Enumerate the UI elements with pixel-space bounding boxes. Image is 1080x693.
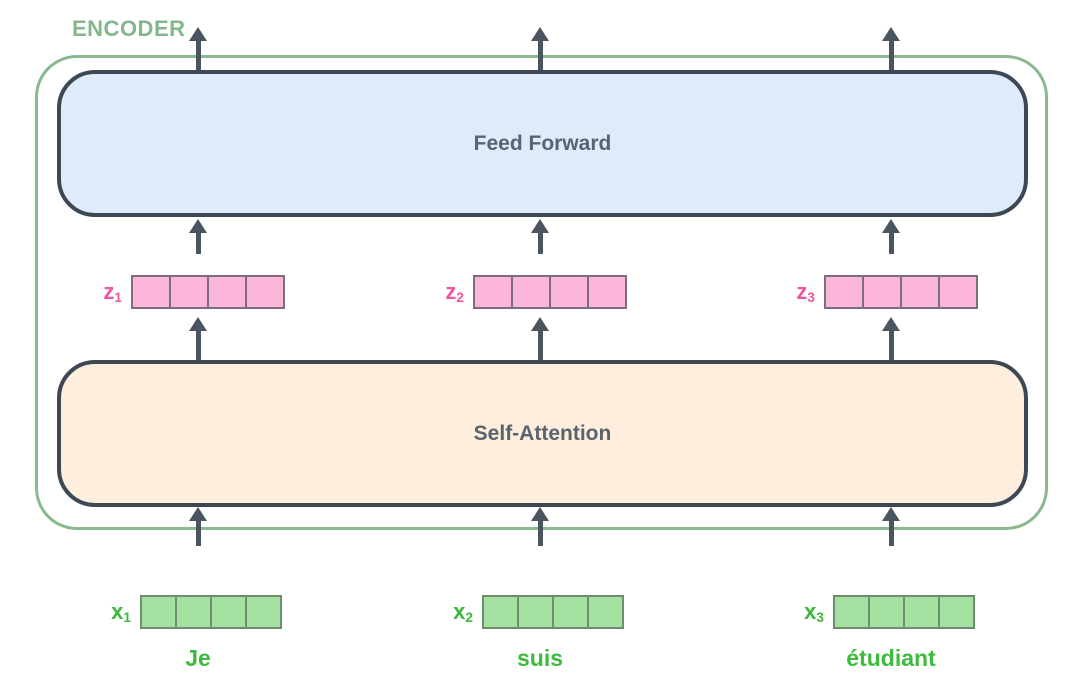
vector-cell — [549, 275, 589, 309]
feed-forward-block: Feed Forward — [57, 70, 1028, 217]
vector-cell — [587, 595, 624, 629]
z2-vector — [473, 275, 627, 309]
vector-cell — [587, 275, 627, 309]
vector-cell — [938, 595, 975, 629]
vector-cell — [482, 595, 519, 629]
z3-vector — [824, 275, 978, 309]
feed-forward-label: Feed Forward — [473, 131, 612, 155]
x2-label: x2 — [453, 599, 473, 626]
up-arrow-output-2 — [529, 27, 551, 70]
vector-cell — [175, 595, 212, 629]
x1-vector-group: x1 — [61, 595, 282, 629]
self-attention-label: Self-Attention — [473, 421, 612, 445]
vector-cell — [511, 275, 551, 309]
z3-vector-group: z3 — [745, 275, 978, 309]
x2-vector-group: x2 — [403, 595, 624, 629]
vector-cell — [245, 275, 285, 309]
vector-cell — [938, 275, 978, 309]
vector-cell — [207, 275, 247, 309]
up-arrow-output-1 — [187, 27, 209, 70]
z2-label: z2 — [445, 279, 464, 306]
up-arrow-output-3 — [880, 27, 902, 70]
arrow-head-icon — [189, 317, 207, 331]
z2-vector-group: z2 — [394, 275, 627, 309]
vector-cell — [833, 595, 870, 629]
x2-vector — [482, 595, 624, 629]
up-arrow-sa-to-z1 — [187, 317, 209, 360]
arrow-head-icon — [531, 27, 549, 41]
arrow-head-icon — [189, 219, 207, 233]
up-arrow-x1-to-sa — [187, 507, 209, 546]
arrow-head-icon — [189, 27, 207, 41]
x3-label: x3 — [804, 599, 824, 626]
up-arrow-z1-to-ff — [187, 219, 209, 254]
x1-label: x1 — [111, 599, 131, 626]
up-arrow-x2-to-sa — [529, 507, 551, 546]
z1-vector — [131, 275, 285, 309]
vector-cell — [903, 595, 940, 629]
z1-vector-group: z1 — [52, 275, 285, 309]
arrow-head-icon — [531, 317, 549, 331]
vector-cell — [900, 275, 940, 309]
vector-cell — [169, 275, 209, 309]
x3-vector — [833, 595, 975, 629]
vector-cell — [517, 595, 554, 629]
x3-vector-group: x3 — [754, 595, 975, 629]
vector-cell — [245, 595, 282, 629]
z1-label: z1 — [103, 279, 122, 306]
encoder-label: ENCODER — [72, 16, 186, 41]
arrow-head-icon — [882, 27, 900, 41]
vector-cell — [552, 595, 589, 629]
x1-vector — [140, 595, 282, 629]
vector-cell — [868, 595, 905, 629]
up-arrow-x3-to-sa — [880, 507, 902, 546]
token-etudiant: étudiant — [846, 645, 936, 671]
vector-cell — [210, 595, 247, 629]
vector-cell — [131, 275, 171, 309]
token-je: Je — [185, 645, 211, 671]
arrow-head-icon — [882, 317, 900, 331]
vector-cell — [140, 595, 177, 629]
up-arrow-sa-to-z3 — [880, 317, 902, 360]
vector-cell — [473, 275, 513, 309]
up-arrow-z3-to-ff — [880, 219, 902, 254]
arrow-head-icon — [882, 219, 900, 233]
z3-label: z3 — [796, 279, 815, 306]
arrow-head-icon — [531, 219, 549, 233]
self-attention-block: Self-Attention — [57, 360, 1028, 507]
up-arrow-sa-to-z2 — [529, 317, 551, 360]
up-arrow-z2-to-ff — [529, 219, 551, 254]
vector-cell — [824, 275, 864, 309]
arrow-head-icon — [189, 507, 207, 521]
token-suis: suis — [516, 645, 564, 671]
arrow-head-icon — [882, 507, 900, 521]
arrow-head-icon — [531, 507, 549, 521]
vector-cell — [862, 275, 902, 309]
